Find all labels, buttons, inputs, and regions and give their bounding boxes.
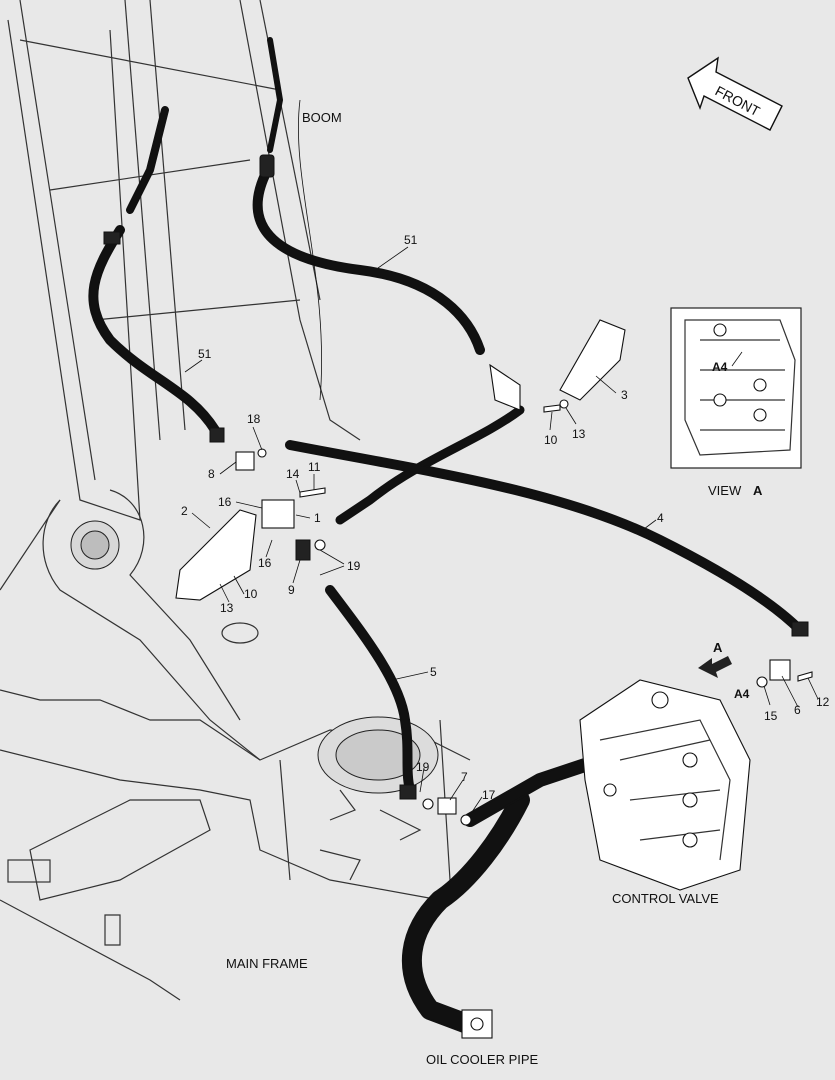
view-label: VIEW bbox=[708, 483, 742, 498]
hoses bbox=[88, 37, 805, 1039]
part-number: 1 bbox=[314, 511, 321, 525]
part-number: 13 bbox=[572, 427, 586, 441]
main-frame-label: MAIN FRAME bbox=[226, 956, 308, 971]
part-number: 7 bbox=[461, 770, 468, 784]
port-a4-label: A4 bbox=[734, 687, 750, 701]
part-number: 11 bbox=[308, 460, 321, 474]
part-number: 14 bbox=[286, 467, 300, 481]
boom-label: BOOM bbox=[302, 110, 342, 125]
leader-lines bbox=[184, 246, 819, 816]
inset-port-a4-label: A4 bbox=[712, 360, 728, 374]
part-number: 16 bbox=[218, 495, 232, 509]
control-valve bbox=[579, 679, 751, 891]
part-number: 16 bbox=[258, 556, 272, 570]
main-frame-structure bbox=[0, 622, 471, 1001]
view-direction-arrow-icon bbox=[698, 656, 732, 678]
part-numbers: 51 51 18 8 14 11 16 1 2 16 9 19 10 13 10… bbox=[181, 233, 830, 802]
part-number: 10 bbox=[244, 587, 258, 601]
part-number: 19 bbox=[347, 559, 361, 573]
part-number: 51 bbox=[198, 347, 212, 361]
part-number: 13 bbox=[220, 601, 234, 615]
oil-cooler-pipe-label: OIL COOLER PIPE bbox=[426, 1052, 539, 1067]
part-number: 9 bbox=[288, 583, 295, 597]
part-number: 10 bbox=[544, 433, 558, 447]
part-number: 17 bbox=[482, 788, 496, 802]
part-number: 2 bbox=[181, 504, 188, 518]
part-number: 4 bbox=[657, 511, 664, 525]
fittings bbox=[103, 154, 813, 826]
view-letter-label: A bbox=[753, 483, 763, 498]
part-number: 3 bbox=[621, 388, 628, 402]
arrow-a-label: A bbox=[713, 640, 723, 655]
text-labels: BOOM VIEW A CONTROL VALVE MAIN FRAME OIL… bbox=[226, 110, 763, 1067]
part-number: 5 bbox=[430, 665, 437, 679]
part-number: 6 bbox=[794, 703, 801, 717]
part-number: 19 bbox=[416, 760, 430, 774]
control-valve-label: CONTROL VALVE bbox=[612, 891, 719, 906]
part-number: 8 bbox=[208, 467, 215, 481]
front-arrow-icon: FRONT bbox=[687, 56, 783, 131]
view-a-inset bbox=[670, 307, 802, 469]
part-number: 12 bbox=[816, 695, 830, 709]
part-number: 51 bbox=[404, 233, 418, 247]
part-number: 18 bbox=[247, 412, 261, 426]
part-number: 15 bbox=[764, 709, 778, 723]
